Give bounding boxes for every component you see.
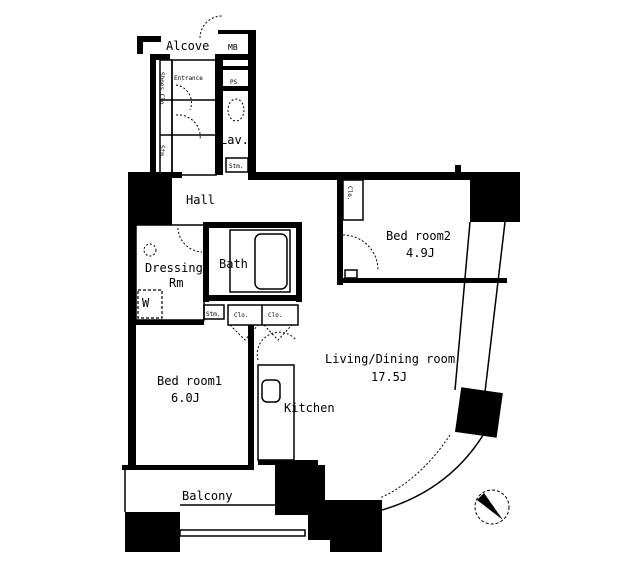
label-living: Living/Dining room	[325, 352, 455, 366]
main-walls	[122, 165, 520, 552]
label-bedroom2-clo: Clo.	[346, 186, 353, 200]
label-bath: Bath	[219, 257, 248, 271]
label-bedroom1: Bed room1	[157, 374, 222, 388]
label-dressing-rm: Rm	[169, 276, 183, 290]
label-hall: Hall	[186, 193, 215, 207]
label-bedroom2-size: 4.9J	[406, 246, 435, 260]
label-bedroom2: Bed room2	[386, 229, 451, 243]
label-ps: PS	[230, 79, 238, 86]
north-arrow-icon	[474, 489, 510, 525]
label-stm-dressing: Stm.	[206, 311, 220, 318]
label-entrance: Entrance	[174, 75, 203, 82]
label-shoes-clo: Shoes Clo.	[158, 72, 165, 108]
label-stm-lav: Stm.	[229, 163, 243, 170]
label-living-size: 17.5J	[371, 370, 407, 384]
label-balcony: Balcony	[182, 489, 233, 503]
label-mb: MB	[228, 43, 238, 52]
label-kitchen: Kitchen	[284, 401, 335, 415]
label-alcove: Alcove	[166, 39, 209, 53]
label-lav: Lav.	[220, 133, 249, 147]
label-clo-1: Clo.	[234, 312, 248, 319]
label-dressing: Dressing	[145, 261, 203, 275]
entrance-walls	[137, 15, 256, 180]
label-washer: W	[142, 296, 150, 310]
label-clo-2: Clo.	[268, 312, 282, 319]
label-bedroom1-size: 6.0J	[171, 391, 200, 405]
label-refrigerator: R	[297, 473, 305, 487]
label-stm-entrance: Stm.	[158, 145, 165, 159]
